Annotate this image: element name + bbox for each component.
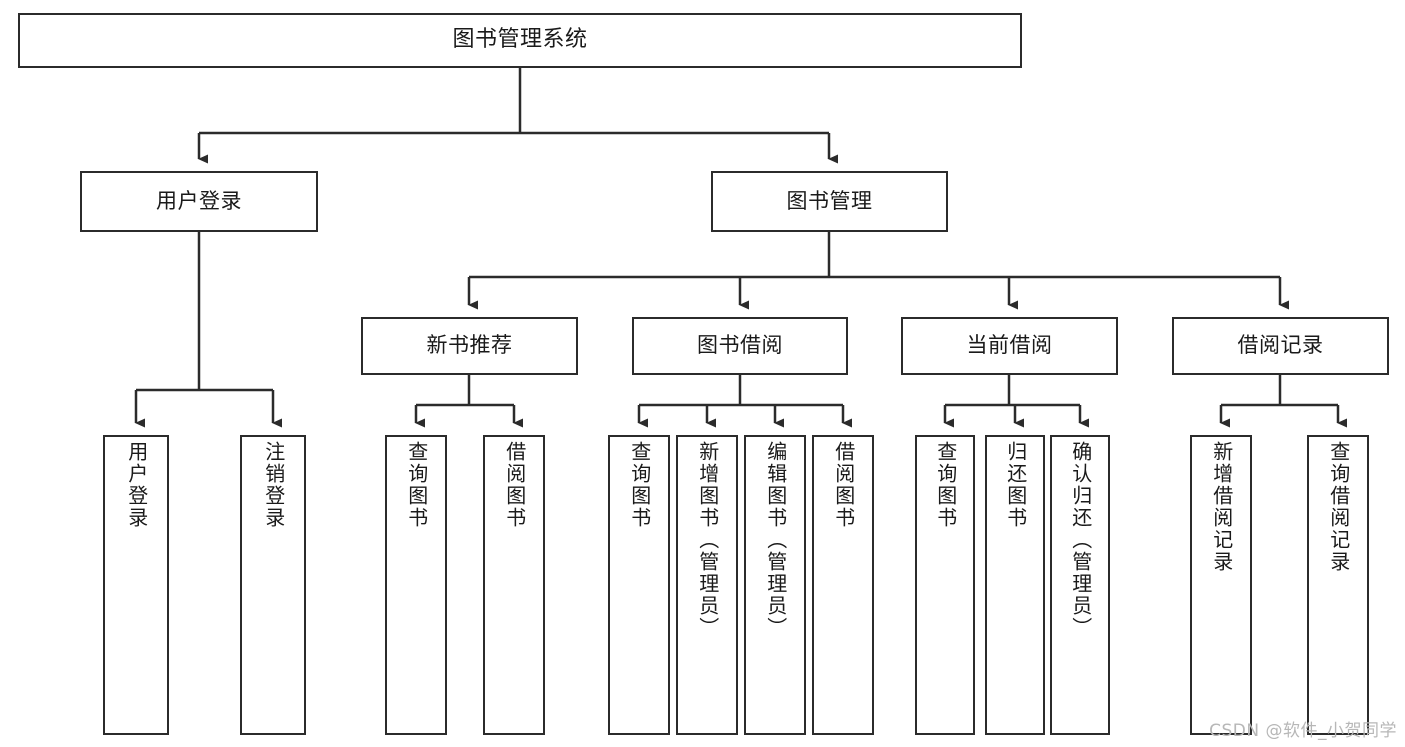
node-leaf-add-borrow-record-label: 新增借阅记录 [1209, 441, 1234, 573]
node-user-login-label: 用户登录 [156, 188, 242, 213]
node-leaf-return-book-label: 归还图书 [1003, 441, 1028, 529]
node-leaf-logout-login-label: 注销登录 [261, 441, 286, 529]
node-leaf-borrow-book-rec-label: 借阅图书 [502, 441, 527, 529]
node-borrow-record[interactable]: 借阅记录 [1172, 317, 1389, 375]
node-leaf-user-login[interactable]: 用户登录 [103, 435, 169, 735]
node-leaf-query-book-cur-label: 查询图书 [933, 441, 958, 529]
node-leaf-query-borrow-record[interactable]: 查询借阅记录 [1307, 435, 1369, 735]
node-leaf-query-book-rec-label: 查询图书 [404, 441, 429, 529]
node-leaf-query-book-borrow[interactable]: 查询图书 [608, 435, 670, 735]
node-book-manage[interactable]: 图书管理 [711, 171, 948, 232]
node-new-book-recommend[interactable]: 新书推荐 [361, 317, 578, 375]
node-leaf-edit-book-admin[interactable]: 编辑图书（管理员） [744, 435, 806, 735]
node-book-manage-label: 图书管理 [786, 188, 873, 213]
node-root[interactable]: 图书管理系统 [18, 13, 1022, 68]
node-leaf-query-book-borrow-label: 查询图书 [627, 441, 652, 529]
node-user-login[interactable]: 用户登录 [80, 171, 318, 232]
node-leaf-add-book-admin[interactable]: 新增图书（管理员） [676, 435, 738, 735]
node-book-borrow-label: 图书借阅 [697, 333, 783, 358]
node-leaf-borrow-book-rec[interactable]: 借阅图书 [483, 435, 545, 735]
node-current-borrow-label: 当前借阅 [966, 333, 1053, 358]
node-leaf-confirm-return-admin[interactable]: 确认归还（管理员） [1050, 435, 1110, 735]
node-leaf-borrow-book-label: 借阅图书 [831, 441, 856, 529]
node-leaf-edit-book-admin-label: 编辑图书（管理员） [763, 441, 788, 639]
csdn-watermark: CSDN @软件_小贺同学 [1209, 721, 1397, 741]
node-current-borrow[interactable]: 当前借阅 [901, 317, 1118, 375]
node-leaf-add-borrow-record[interactable]: 新增借阅记录 [1190, 435, 1252, 735]
node-leaf-return-book[interactable]: 归还图书 [985, 435, 1045, 735]
node-leaf-query-borrow-record-label: 查询借阅记录 [1326, 441, 1351, 573]
node-new-book-recommend-label: 新书推荐 [426, 333, 513, 358]
node-borrow-record-label: 借阅记录 [1237, 333, 1324, 358]
node-leaf-query-book-cur[interactable]: 查询图书 [915, 435, 975, 735]
node-leaf-query-book-rec[interactable]: 查询图书 [385, 435, 447, 735]
node-leaf-logout-login[interactable]: 注销登录 [240, 435, 306, 735]
node-leaf-confirm-return-admin-label: 确认归还（管理员） [1068, 441, 1093, 639]
node-book-borrow[interactable]: 图书借阅 [632, 317, 848, 375]
node-leaf-user-login-label: 用户登录 [124, 441, 149, 529]
node-leaf-add-book-admin-label: 新增图书（管理员） [695, 441, 720, 639]
node-leaf-borrow-book[interactable]: 借阅图书 [812, 435, 874, 735]
node-root-label: 图书管理系统 [452, 27, 588, 53]
